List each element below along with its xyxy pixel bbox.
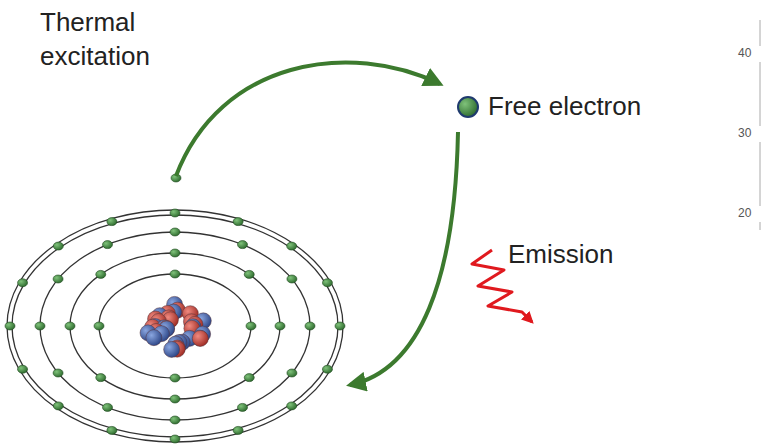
annotation-label: Thermal excitation xyxy=(40,6,190,74)
nucleon xyxy=(192,330,208,346)
annotation-label: Emission xyxy=(508,238,648,272)
electron xyxy=(53,275,63,283)
electron xyxy=(275,322,285,330)
electron xyxy=(94,322,104,330)
electron xyxy=(287,242,297,250)
electron xyxy=(53,369,63,377)
electron xyxy=(170,228,180,236)
electron xyxy=(18,365,28,373)
electron xyxy=(96,374,106,382)
electron xyxy=(96,270,106,278)
electron xyxy=(287,369,297,377)
electron xyxy=(103,241,113,249)
orbit-rings xyxy=(7,210,343,442)
electron xyxy=(170,374,180,382)
axis-tick-label: 40 xyxy=(738,46,768,62)
electron xyxy=(170,270,180,278)
electron xyxy=(233,218,243,226)
electron xyxy=(170,395,180,403)
electron xyxy=(238,403,248,411)
annotation-label: Free electron xyxy=(488,90,688,124)
electron xyxy=(170,416,180,424)
nucleon xyxy=(164,341,180,357)
nucleon xyxy=(146,330,162,346)
electron xyxy=(53,242,63,250)
electron xyxy=(103,403,113,411)
electron xyxy=(244,270,254,278)
electron xyxy=(170,209,180,217)
excitation-arrow xyxy=(176,62,440,176)
electron xyxy=(35,322,45,330)
electron xyxy=(287,402,297,410)
electron xyxy=(305,322,315,330)
electron xyxy=(5,322,15,330)
electron xyxy=(170,435,180,443)
axis-tick-label: 30 xyxy=(738,126,768,142)
electron xyxy=(238,241,248,249)
electron xyxy=(335,322,345,330)
electron xyxy=(107,426,117,434)
electron xyxy=(107,218,117,226)
electron xyxy=(233,426,243,434)
electron xyxy=(244,374,254,382)
electron xyxy=(322,279,332,287)
electron xyxy=(246,322,256,330)
nucleus xyxy=(140,296,211,357)
electron xyxy=(322,365,332,373)
electron xyxy=(170,249,180,257)
electrons xyxy=(5,174,345,443)
return-arrow xyxy=(350,132,458,385)
electron xyxy=(287,275,297,283)
electron xyxy=(65,322,75,330)
electron xyxy=(18,279,28,287)
free-electron xyxy=(458,97,478,117)
axis-tick-label: 20 xyxy=(738,206,768,222)
electron xyxy=(53,402,63,410)
